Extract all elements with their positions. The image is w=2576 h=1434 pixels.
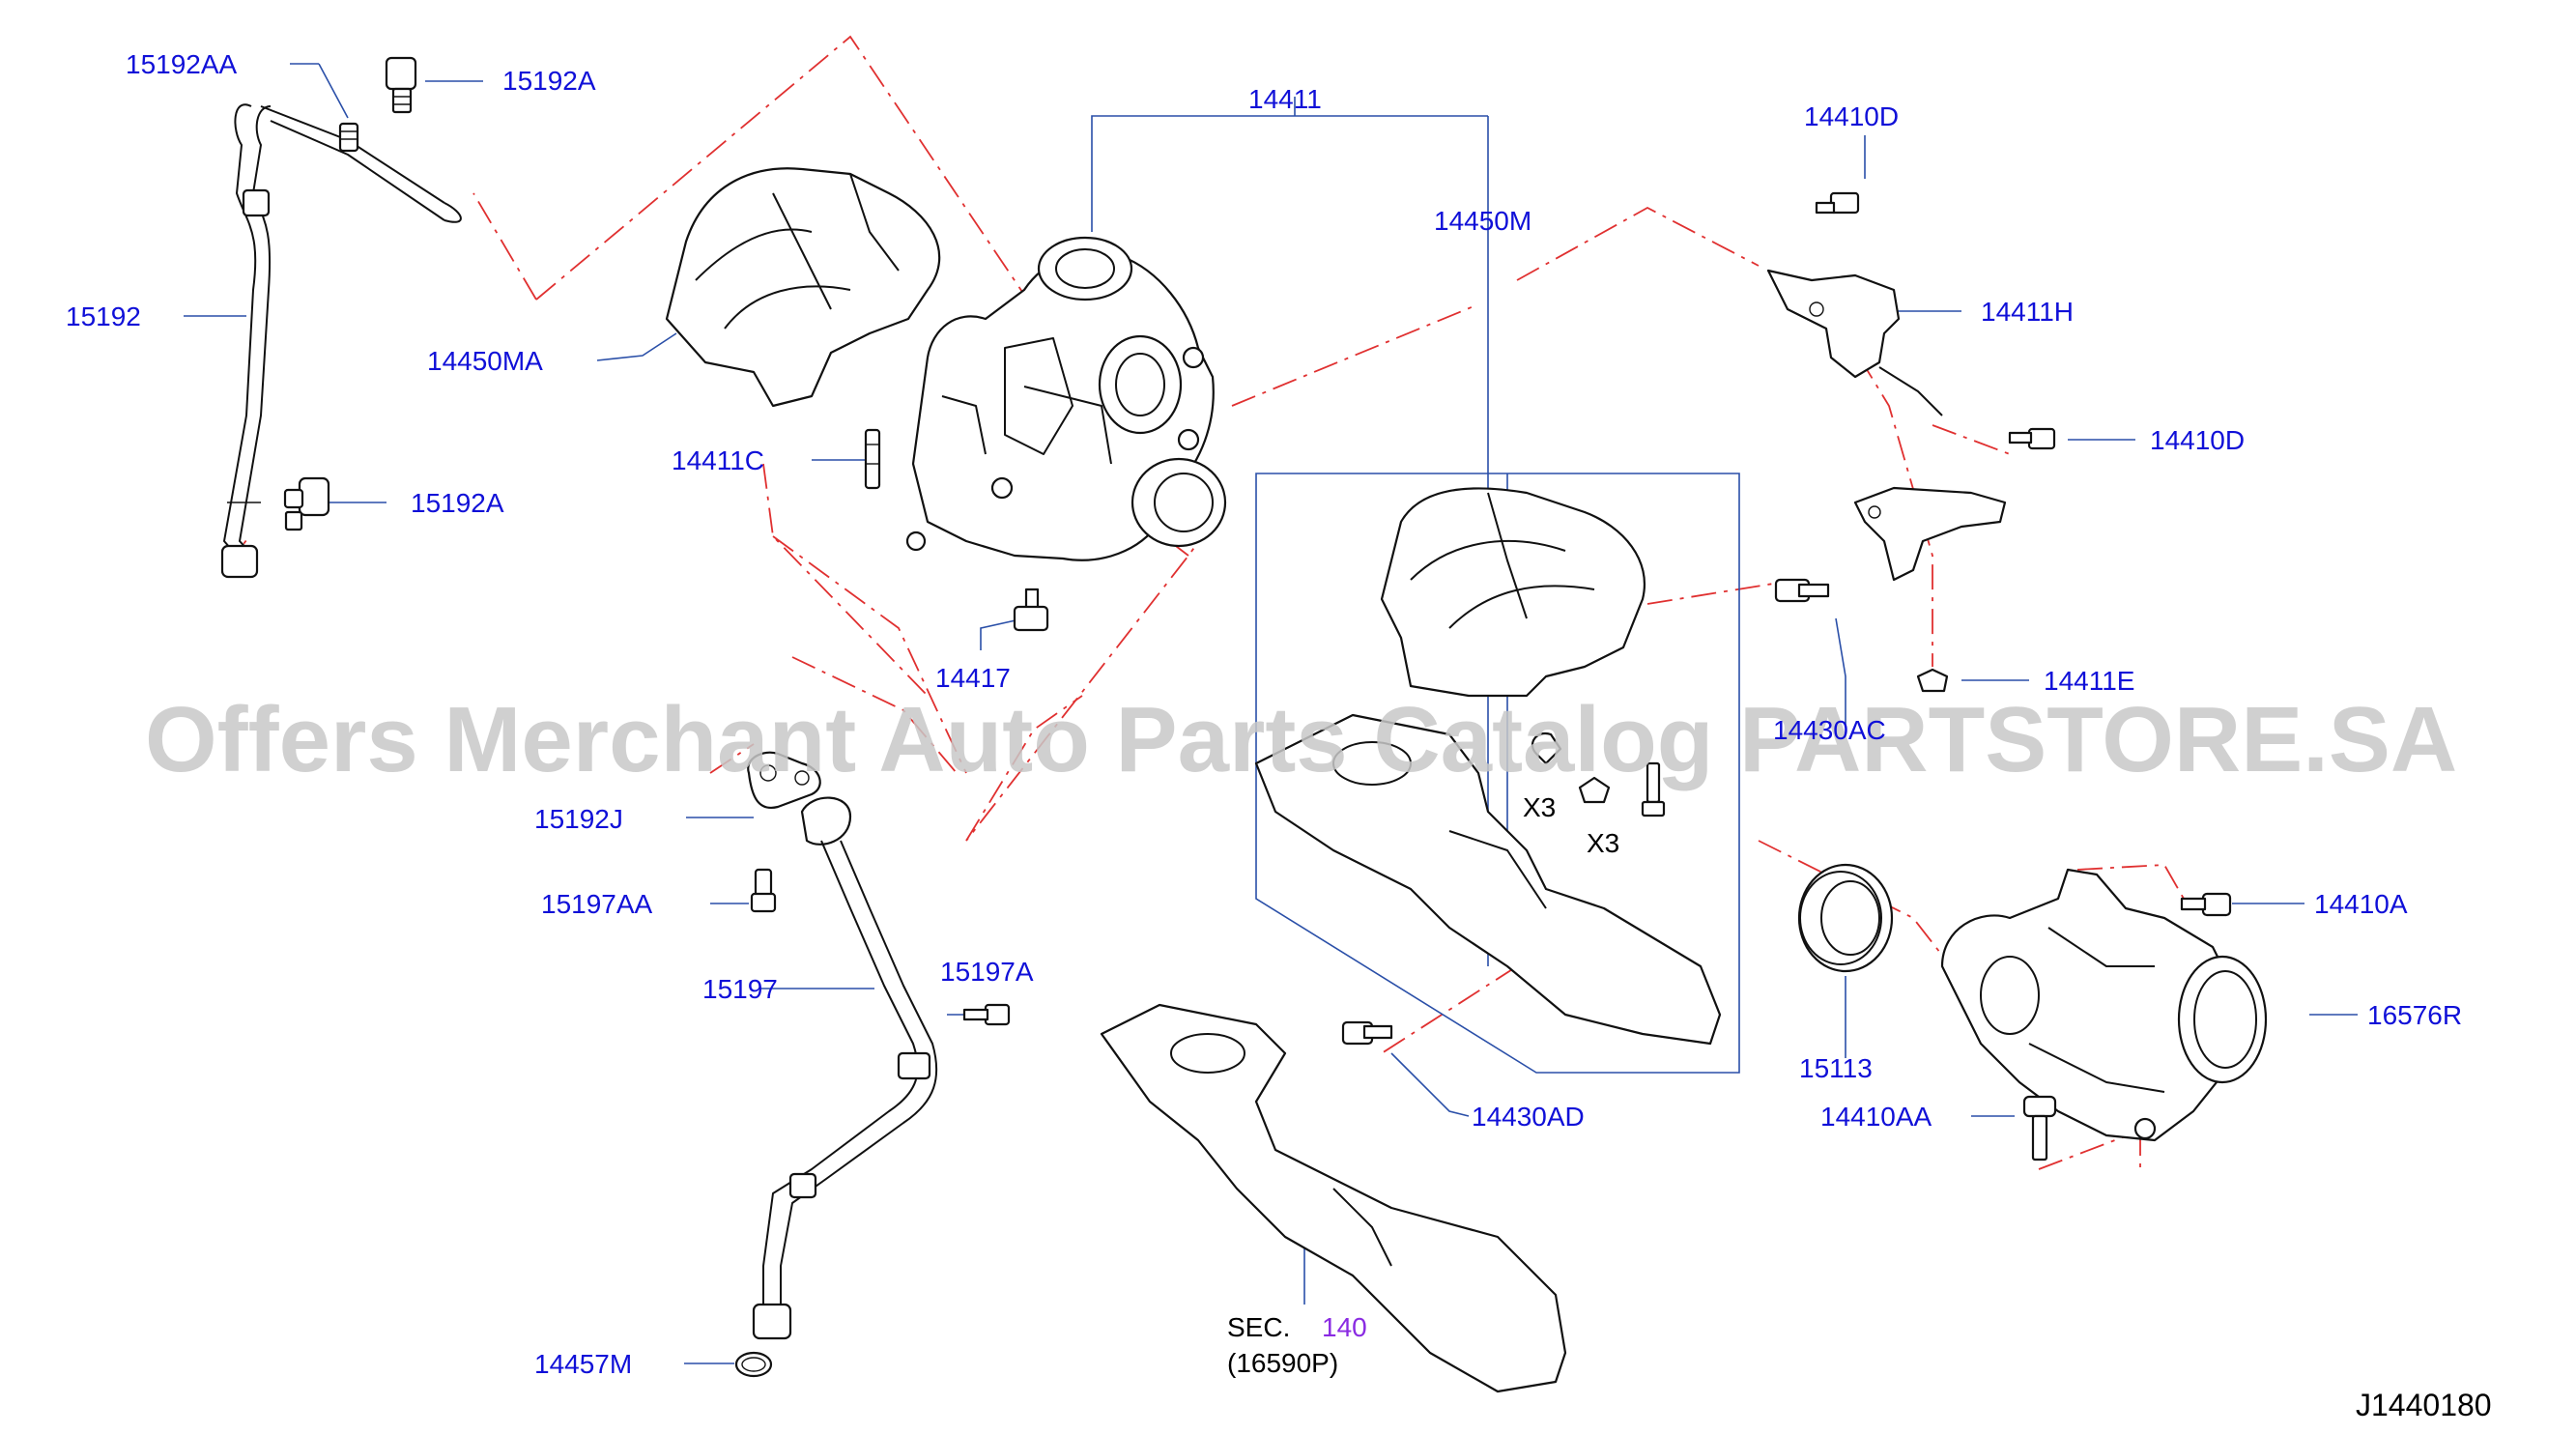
bolt-14410D-top <box>1815 191 1860 215</box>
exhaust-shield-plate <box>1254 713 1722 1046</box>
sec-number[interactable]: 140 <box>1322 1312 1367 1342</box>
o-ring-14457M <box>734 1351 773 1378</box>
bolt-14410A <box>2180 892 2232 917</box>
bolt-14410D-right <box>2008 427 2056 450</box>
callout-14457M[interactable]: 14457M <box>534 1349 632 1379</box>
x3-label-right: X3 <box>1587 828 1619 858</box>
sec-label: SEC. <box>1227 1312 1290 1342</box>
sec-sub-label: (16590P) <box>1227 1348 1338 1378</box>
clip-x3-left <box>1531 731 1562 765</box>
exhaust-heat-shield-sec140 <box>1100 1003 1567 1393</box>
heat-shield-14450M <box>1380 487 1646 698</box>
callout-14411C[interactable]: 14411C <box>672 445 764 475</box>
bolt-14430AC <box>1774 578 1830 603</box>
stud-14411C <box>864 428 881 490</box>
callout-14430AC[interactable]: 14430AC <box>1773 715 1886 745</box>
callout-15192A-top[interactable]: 15192A <box>502 66 596 96</box>
callout-15197AA[interactable]: 15197AA <box>541 889 653 919</box>
leader-lines <box>184 63 2358 1364</box>
callout-15192A-bottom[interactable]: 15192A <box>411 488 504 518</box>
bolt-15197AA <box>750 868 777 913</box>
callout-14450MA[interactable]: 14450MA <box>427 346 543 376</box>
callout-15197A[interactable]: 15197A <box>940 957 1034 987</box>
callout-16576R[interactable]: 16576R <box>2367 1000 2462 1030</box>
nut-14417 <box>1013 588 1049 632</box>
bolt-14430AD <box>1341 1020 1393 1046</box>
turbocharger-14411 <box>905 236 1227 561</box>
callout-14410D-right[interactable]: 14410D <box>2150 425 2245 455</box>
callout-15192AA-top[interactable]: 15192AA <box>126 49 238 79</box>
diagram-code: J1440180 <box>2356 1388 2492 1422</box>
bolt-15192AA-top <box>338 122 359 153</box>
callout-14410AA[interactable]: 14410AA <box>1820 1102 1932 1132</box>
bracket-14411H <box>1766 269 1943 416</box>
callout-15192[interactable]: 15192 <box>66 301 141 331</box>
oil-feed-tube-15192 <box>220 103 462 579</box>
nut-x3-center <box>1578 776 1611 804</box>
bolt-14410AA <box>2022 1095 2057 1162</box>
callout-14411E[interactable]: 14411E <box>2044 666 2134 696</box>
air-inlet-housing-16576R <box>1940 868 2268 1142</box>
callout-14430AD[interactable]: 14430AD <box>1472 1102 1585 1132</box>
stud-x3-right <box>1641 761 1666 817</box>
nut-14411E <box>1916 668 1949 693</box>
phantom-lines <box>223 35 2185 1174</box>
callout-14450M[interactable]: 14450M <box>1434 206 1531 236</box>
x3-label-left: X3 <box>1523 792 1556 822</box>
callout-14411[interactable]: 14411 <box>1248 84 1322 114</box>
watermark-text: Offers Merchant Auto Parts Catalog PARTS… <box>145 688 2457 791</box>
bracket-lower <box>1853 486 2007 582</box>
heat-shield-14450MA <box>665 167 941 408</box>
bolt-15197A <box>962 1003 1011 1026</box>
hose-clamp-15113 <box>1797 863 1894 973</box>
callout-15192J[interactable]: 15192J <box>534 804 623 834</box>
callout-15113[interactable]: 15113 <box>1799 1053 1873 1083</box>
callout-14417[interactable]: 14417 <box>935 663 1011 693</box>
callout-14410D-top[interactable]: 14410D <box>1804 101 1899 131</box>
eye-bolt-15192A-bottom <box>283 476 330 531</box>
eye-bolt-15192A-top <box>385 56 417 114</box>
callout-15197[interactable]: 15197 <box>702 974 778 1004</box>
callout-14411H[interactable]: 14411H <box>1981 297 2074 327</box>
gasket-15192J <box>747 751 821 810</box>
oil-return-tube-15197 <box>752 796 938 1340</box>
callout-14410A[interactable]: 14410A <box>2314 889 2408 919</box>
callout-labels: 15192AA 15192A 15192 15192A 14450MA 1441… <box>66 49 2492 1422</box>
